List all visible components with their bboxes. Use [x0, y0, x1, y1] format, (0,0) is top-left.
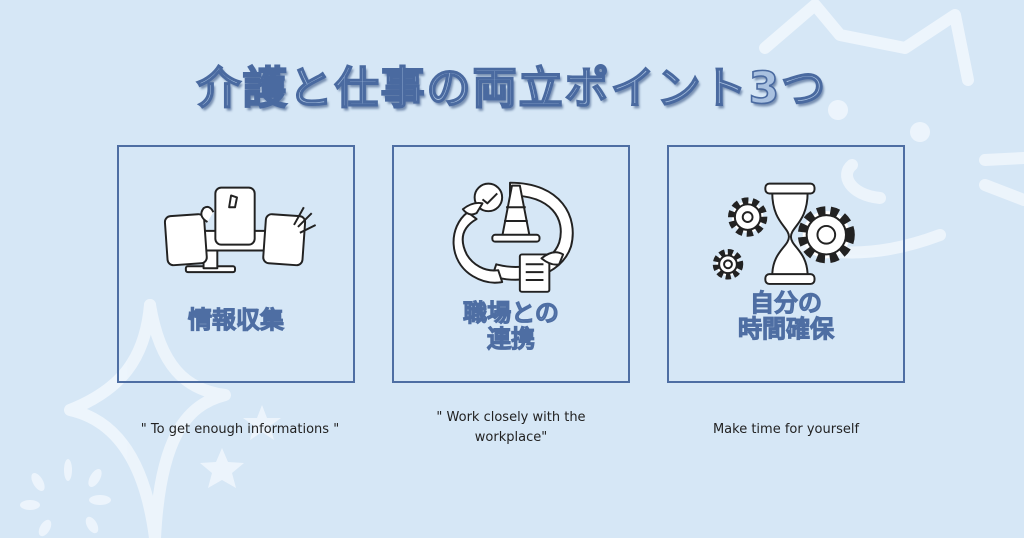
page-title: 介護と仕事の両立ポイント3つ	[196, 62, 828, 115]
caption-personal-time: Make time for yourself	[667, 420, 905, 440]
caption-line: " To get enough informations "	[140, 422, 340, 437]
caption-information-gathering: " To get enough informations "	[100, 420, 380, 440]
card-workplace-coordination: 職場との 連携	[392, 145, 630, 383]
card-label-line: 自分の	[750, 289, 823, 317]
card-label-line: 職場との	[463, 299, 560, 327]
card-information-gathering: 情報収集	[117, 145, 355, 383]
card-label-line: 情報収集	[188, 306, 285, 334]
monitor-with-hands-icon	[163, 186, 317, 274]
caption-line: Make time for yourself	[712, 422, 860, 437]
caption-line: " Work closely with the	[436, 410, 586, 425]
card-label-line: 時間確保	[738, 315, 835, 343]
cone-cycle-icon	[452, 181, 574, 293]
card-personal-time: 自分の 時間確保	[667, 145, 905, 383]
caption-line: workplace"	[474, 430, 548, 445]
caption-workplace-coordination: " Work closely with the workplace"	[392, 408, 630, 448]
card-label-line: 連携	[487, 325, 536, 353]
hourglass-gears-icon	[712, 182, 855, 285]
